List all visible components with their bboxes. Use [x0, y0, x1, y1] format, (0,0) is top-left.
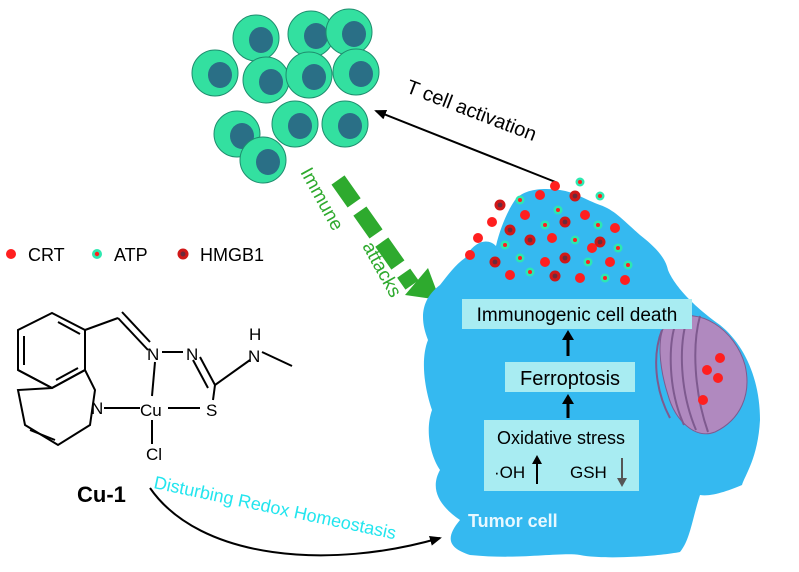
t-cell-nucleus	[304, 23, 328, 49]
crt-particle	[610, 223, 620, 233]
icd-box	[462, 299, 692, 329]
oh-label: ·OH	[494, 463, 525, 482]
tumor-cell-label: Tumor cell	[468, 511, 558, 531]
organelle-icon	[655, 315, 748, 435]
gsh-down-arrow-head	[617, 478, 627, 487]
atp-particle-core	[503, 243, 507, 247]
compound-name: Cu-1	[77, 482, 126, 507]
t-cell-nucleus	[256, 149, 280, 175]
atp-particle-core	[616, 246, 620, 250]
crt-particle	[535, 190, 545, 200]
crt-particle	[620, 275, 630, 285]
crt-particle	[550, 181, 560, 191]
ferroptosis-box	[505, 362, 635, 392]
hmgb1-particle-core	[597, 239, 603, 245]
atp-particle-core	[573, 238, 577, 242]
atp-particle-core	[518, 256, 522, 260]
t-cell-nucleus	[249, 27, 273, 53]
atp-particle-core	[598, 194, 602, 198]
atom-n-quinoline: N	[91, 399, 103, 418]
crt-particle	[702, 365, 712, 375]
legend-crt-marker	[6, 249, 16, 259]
t-cell-activation-arrow	[374, 110, 559, 184]
arrow-up-icd-head	[562, 330, 574, 340]
t-cell-nucleus	[342, 21, 366, 47]
atp-particle-core	[543, 223, 547, 227]
t-cell-nucleus	[259, 69, 283, 95]
immune-attacks-arrow	[331, 175, 440, 300]
redox-arrow	[149, 487, 442, 557]
atom-n-hydrazone: N	[186, 345, 198, 364]
atp-particle-core	[556, 208, 560, 212]
t-cell-nucleus	[302, 64, 326, 90]
crt-particle	[540, 257, 550, 267]
atom-n-imine: N	[147, 345, 159, 364]
crt-particle	[520, 210, 530, 220]
t-cell-nucleus	[288, 113, 312, 139]
atp-particle-core	[528, 270, 532, 274]
hmgb1-particle-core	[507, 227, 513, 233]
t-cell-nucleus	[349, 61, 373, 87]
crt-particle	[715, 353, 725, 363]
crt-particle	[605, 257, 615, 267]
crt-particle	[698, 395, 708, 405]
ferroptosis-label: Ferroptosis	[520, 368, 620, 390]
legend: CRT ATP HMGB1	[6, 245, 264, 265]
crt-particle	[487, 217, 497, 227]
t-cell-nucleus	[338, 113, 362, 139]
atp-particle-core	[603, 276, 607, 280]
crt-particle	[505, 270, 515, 280]
legend-hmgb1-core	[180, 251, 186, 257]
atp-particle-core	[578, 180, 582, 184]
atom-h: H	[249, 325, 261, 344]
hmgb1-particle-core	[562, 255, 568, 261]
hmgb1-particle-core	[527, 237, 533, 243]
crt-particle	[547, 233, 557, 243]
legend-hmgb1-label: HMGB1	[200, 245, 264, 265]
attacks-label: attacks	[358, 238, 406, 301]
atom-cl: Cl	[146, 445, 162, 464]
gsh-label: GSH	[570, 463, 607, 482]
icd-label: Immunogenic cell death	[477, 305, 678, 326]
cu1-structure	[16, 311, 293, 447]
arrow-up-ferroptosis-head	[562, 394, 574, 404]
redox-label: Disturbing Redox Homeostasis	[152, 472, 398, 543]
hmgb1-particle-core	[492, 259, 498, 265]
atom-s: S	[206, 401, 217, 420]
legend-crt-label: CRT	[28, 245, 65, 265]
hmgb1-particle-core	[572, 193, 578, 199]
crt-particle	[465, 250, 475, 260]
atom-cu: Cu	[140, 401, 162, 420]
oh-up-arrow-head	[532, 455, 542, 464]
atp-particle-core	[596, 223, 600, 227]
crt-particle	[713, 373, 723, 383]
crt-particle	[473, 233, 483, 243]
atp-particle-core	[518, 198, 522, 202]
t-cell-nucleus	[208, 62, 232, 88]
oxidative-stress-label: Oxidative stress	[497, 428, 625, 448]
t-cell-activation-label: T cell activation	[403, 76, 539, 146]
hmgb1-particle-core	[562, 219, 568, 225]
crt-particle	[575, 273, 585, 283]
crt-particle	[587, 243, 597, 253]
legend-atp-label: ATP	[114, 245, 148, 265]
atp-particle-core	[626, 263, 630, 267]
t-cell-cluster	[191, 8, 380, 184]
damp-particles	[465, 177, 725, 405]
hmgb1-particle-core	[552, 273, 558, 279]
legend-atp-core	[94, 251, 100, 257]
oxidative-stress-box	[484, 420, 639, 491]
hmgb1-particle-core	[497, 202, 503, 208]
atp-particle-core	[586, 260, 590, 264]
immune-label: Immune	[296, 164, 348, 234]
crt-particle	[580, 210, 590, 220]
atom-n-amine: N	[248, 347, 260, 366]
